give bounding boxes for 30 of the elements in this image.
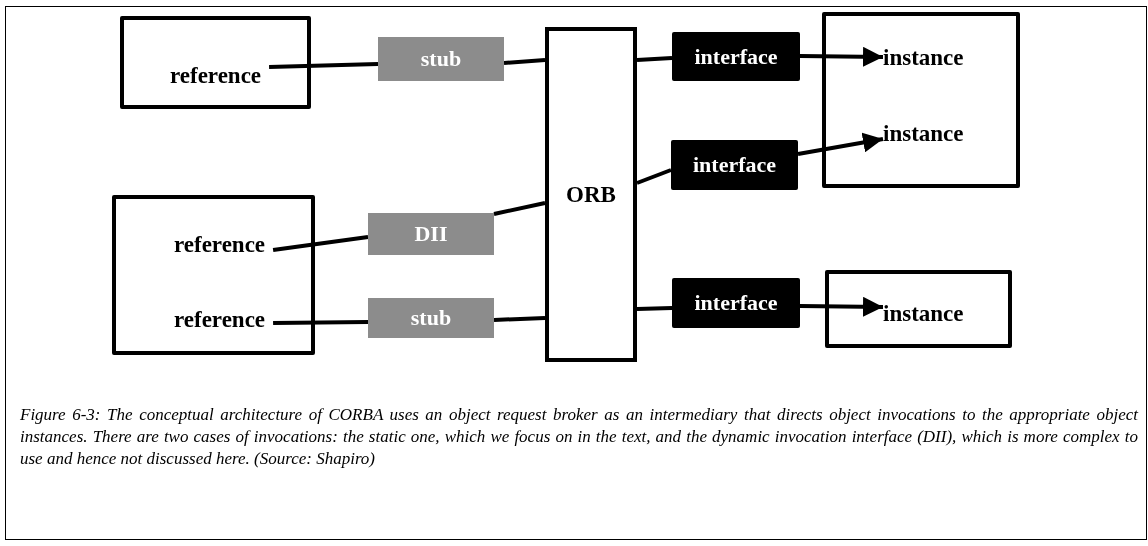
interface-box: interface — [671, 140, 798, 190]
node-label: instance — [883, 302, 964, 325]
container-box — [120, 16, 311, 109]
interface-box: interface — [672, 278, 800, 328]
connector-line — [636, 306, 673, 311]
container-box — [822, 12, 1020, 188]
node-label: reference — [174, 308, 266, 331]
arrow — [799, 296, 884, 317]
node-label: instance — [883, 122, 964, 145]
figure-caption: Figure 6-3: The conceptual architecture of CORBA uses an object request broker as an intermediary that directs object invocations to the appropriate object instances. There are two cases of invocations: the static one, which we focus on in the text, and the dynamic invocation interface (DII), which is more complex to use and hence not discussed here. (Source: Shapiro) — [20, 404, 1138, 470]
dii-box: DII — [368, 213, 494, 255]
connector-line — [269, 62, 379, 69]
connector-line — [272, 235, 369, 252]
arrow — [799, 46, 884, 67]
stub-box: stub — [368, 298, 494, 338]
node-label: instance — [883, 46, 964, 69]
connector-line — [493, 316, 546, 322]
connector-line — [636, 56, 673, 62]
interface-box: interface — [672, 32, 800, 81]
connector-line — [636, 168, 672, 185]
stub-box: stub — [378, 37, 504, 81]
connector-line — [273, 320, 369, 325]
connector-line — [493, 201, 546, 216]
container-box — [825, 270, 1012, 348]
node-label: reference — [170, 64, 262, 87]
arrow — [797, 132, 884, 156]
connector-line — [503, 58, 546, 65]
node-label: reference — [174, 233, 266, 256]
container-box — [112, 195, 315, 355]
orb-box: ORB — [545, 27, 637, 362]
